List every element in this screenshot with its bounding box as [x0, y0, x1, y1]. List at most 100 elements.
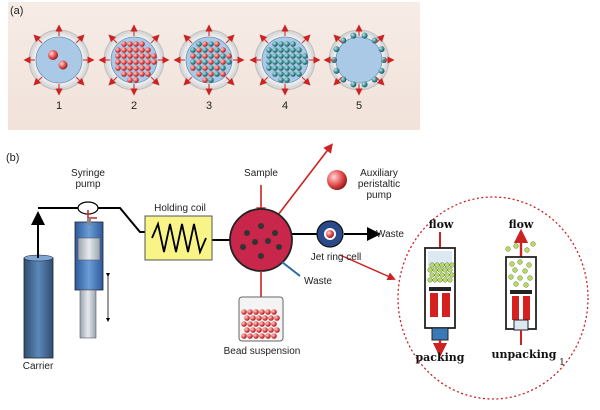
bead — [139, 53, 145, 59]
bead — [290, 41, 296, 47]
bead — [284, 41, 290, 47]
bead — [350, 81, 357, 88]
bead — [271, 333, 277, 339]
bead — [508, 274, 514, 280]
bead — [271, 321, 277, 327]
bead — [274, 327, 280, 333]
bead — [214, 59, 220, 65]
bead — [121, 59, 127, 65]
bead — [439, 272, 445, 278]
stage-2-cell — [98, 24, 170, 96]
bead — [524, 247, 530, 253]
bead — [226, 53, 232, 59]
bead — [202, 77, 208, 83]
bead — [121, 47, 127, 53]
bead — [145, 71, 151, 77]
bead — [371, 76, 378, 83]
bead — [145, 59, 151, 65]
bead — [220, 47, 226, 53]
step-label-2: 2 — [130, 100, 138, 112]
bead — [271, 309, 277, 315]
bead — [133, 65, 139, 71]
bead — [284, 59, 290, 65]
bead — [278, 65, 284, 71]
bead — [513, 281, 519, 287]
bead-suspension-label: Bead suspension — [223, 346, 301, 357]
bead — [378, 67, 385, 74]
bead — [437, 277, 443, 283]
bead — [505, 246, 511, 252]
packing-column — [424, 232, 456, 358]
bead — [133, 59, 139, 65]
bead — [253, 321, 259, 327]
bead — [139, 65, 145, 71]
bead — [266, 53, 272, 59]
bead — [517, 259, 523, 265]
bead — [244, 327, 250, 333]
bead — [196, 59, 202, 65]
bead — [272, 65, 278, 71]
bead — [278, 77, 284, 83]
bead — [434, 272, 440, 278]
bead — [513, 243, 519, 249]
syringe-pump-label: Syringe pump — [71, 168, 105, 190]
bead — [429, 272, 435, 278]
jet-ring-cell — [316, 220, 344, 248]
bead — [127, 59, 133, 65]
bead — [444, 272, 450, 278]
bead — [278, 53, 284, 59]
bead — [296, 71, 302, 77]
bead — [202, 59, 208, 65]
flow-label-left: flow — [428, 218, 454, 231]
bead — [139, 41, 145, 47]
bead — [447, 277, 453, 283]
bead — [139, 47, 145, 53]
bead — [250, 327, 256, 333]
bead — [442, 267, 448, 273]
jet-ring-cell-label: Jet ring cell — [310, 252, 362, 263]
bead — [151, 59, 157, 65]
bead — [208, 47, 214, 53]
bead — [208, 59, 214, 65]
bead — [290, 65, 296, 71]
bead — [151, 53, 157, 59]
bead — [208, 41, 214, 47]
bead — [266, 65, 272, 71]
bead — [196, 41, 202, 47]
bead-suspension-vial — [238, 296, 284, 342]
bead — [190, 53, 196, 59]
bead — [247, 321, 253, 327]
bead — [350, 32, 357, 39]
bead — [214, 41, 220, 47]
syringe-pump — [74, 201, 104, 339]
bead — [272, 53, 278, 59]
bead — [523, 282, 529, 288]
bead — [268, 315, 274, 321]
bead — [145, 65, 151, 71]
bead — [284, 77, 290, 83]
bead — [442, 277, 448, 283]
bead — [517, 275, 523, 281]
bead — [220, 59, 226, 65]
bead — [196, 65, 202, 71]
stage-1-cell — [23, 24, 95, 96]
bead — [127, 53, 133, 59]
bead — [522, 268, 528, 274]
bead — [196, 53, 202, 59]
bead — [296, 65, 302, 71]
bead — [378, 46, 385, 53]
bead — [262, 327, 268, 333]
bead — [133, 41, 139, 47]
bead — [139, 71, 145, 77]
bead — [145, 53, 151, 59]
bead — [265, 321, 271, 327]
bead — [214, 65, 220, 71]
bead — [361, 32, 368, 39]
bead — [340, 37, 347, 44]
packing-label: packing — [415, 351, 465, 364]
bead — [266, 59, 272, 65]
step-label-1: 1 — [55, 100, 63, 112]
bead — [278, 59, 284, 65]
stage-5-cell — [323, 24, 395, 96]
